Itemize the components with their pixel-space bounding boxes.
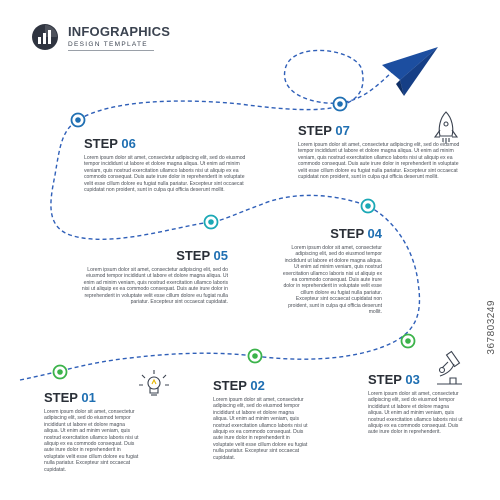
step-03-body: Lorem ipsum dolor sit amet, consectetur … [368, 391, 463, 436]
node-04 [360, 198, 376, 214]
step-02-body: Lorem ipsum dolor sit amet, consectetur … [213, 397, 308, 461]
step-04-body: Lorem ipsum dolor sit amet, consectetur … [282, 245, 382, 316]
step-01-title: STEP 01 [44, 390, 140, 405]
step-05-title: STEP 05 [78, 248, 228, 263]
step-05-word: STEP [176, 248, 210, 263]
stock-id-watermark: 367803249 [486, 300, 497, 355]
step-06: STEP 06 Lorem ipsum dolor sit amet, cons… [84, 136, 254, 193]
step-05-body: Lorem ipsum dolor sit amet, consectetur … [81, 267, 228, 306]
step-07-number: 07 [335, 123, 350, 138]
step-04-number: 04 [367, 226, 382, 241]
step-06-number: 06 [121, 136, 136, 151]
step-03-title: STEP 03 [368, 372, 464, 387]
node-01 [52, 364, 68, 380]
step-04-title: STEP 04 [282, 226, 382, 241]
step-01: STEP 01 Lorem ipsum dolor sit amet, cons… [44, 390, 140, 473]
step-01-word: STEP [44, 390, 78, 405]
step-02-title: STEP 02 [213, 378, 309, 393]
step-04: STEP 04 Lorem ipsum dolor sit amet, cons… [282, 226, 382, 315]
dashed-route [19, 49, 421, 381]
step-02-word: STEP [213, 378, 247, 393]
logo: INFOGRAPHICS DESIGN TEMPLATE [30, 22, 170, 56]
step-06-body: Lorem ipsum dolor sit amet, consectetur … [84, 155, 246, 194]
node-07 [332, 96, 348, 112]
step-07-body: Lorem ipsum dolor sit amet, consectetur … [298, 142, 460, 181]
step-05-number: 05 [213, 248, 228, 263]
rocket-icon [433, 111, 459, 144]
step-01-number: 01 [81, 390, 96, 405]
step-07: STEP 07 Lorem ipsum dolor sit amet, cons… [298, 123, 464, 180]
step-07-title: STEP 07 [298, 123, 464, 138]
lightbulb-icon [139, 370, 169, 396]
step-04-word: STEP [330, 226, 364, 241]
logo-title: INFOGRAPHICS [68, 24, 171, 39]
logo-subtitle: DESIGN TEMPLATE [68, 41, 148, 48]
step-06-word: STEP [84, 136, 118, 151]
logo-underline [68, 50, 154, 52]
step-07-word: STEP [298, 123, 332, 138]
step-01-body: Lorem ipsum dolor sit amet, consectetur … [44, 409, 139, 473]
node-05 [203, 214, 219, 230]
node-02 [247, 348, 263, 364]
step-03: STEP 03 Lorem ipsum dolor sit amet, cons… [368, 372, 464, 436]
logo-icon [32, 24, 58, 50]
node-03 [400, 333, 416, 349]
paper-plane-icon [382, 47, 438, 96]
step-02: STEP 02 Lorem ipsum dolor sit amet, cons… [213, 378, 309, 461]
step-03-word: STEP [368, 372, 402, 387]
node-06 [70, 112, 86, 128]
microscope-icon [437, 350, 462, 385]
step-03-number: 03 [405, 372, 420, 387]
step-06-title: STEP 06 [84, 136, 254, 151]
step-02-number: 02 [250, 378, 265, 393]
step-05: STEP 05 Lorem ipsum dolor sit amet, cons… [78, 248, 228, 305]
